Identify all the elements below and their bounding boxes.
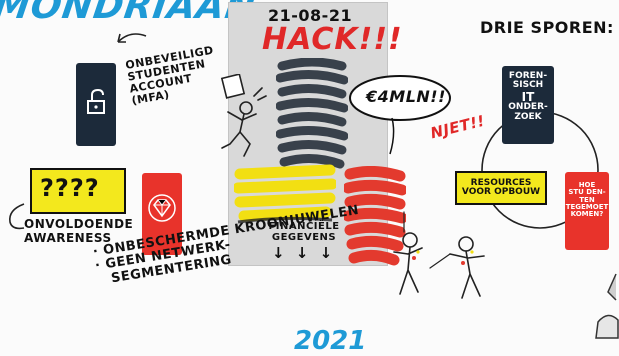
forensic-box: FOREN- SISCH IT ONDER- ZOEK [502,66,554,144]
awareness-line-1: ONVOLDOENDE [24,218,133,232]
ransom-value: €4MLN [366,87,430,106]
three-tracks-heading: DRIE SPOREN: [480,18,614,37]
ransom-amount: €4MLN!! [366,87,446,106]
forensic-line-5: ZOEK [502,113,554,122]
diamond-jewel-icon [147,193,177,223]
ransom-exclamations: !! [430,87,446,106]
unsecured-account-box [76,63,116,146]
resources-box: RESOURCES VOOR OPBOUW [455,171,547,205]
dark-scribble-icon [276,58,348,170]
hack-exclamations: !!! [359,22,403,57]
hack-heading: HACK!!! [262,22,403,57]
question-marks-box: ???? [30,168,126,214]
bottom-year-fragment: 2021 [294,326,366,356]
students-line-5: KOMEN? [565,211,609,218]
curved-arrow-icon [110,28,150,58]
bottom-right-sketch [586,270,619,340]
hack-word: HACK [262,22,359,57]
page-title: MONDRIAAN [0,0,259,27]
running-person-icon [214,74,276,162]
ransom-speech-bubble [346,70,454,156]
unlocked-padlock-icon [86,89,108,115]
students-box: HOE STU DEN- TEN TEGEMOET KOMEN? [565,172,609,250]
resources-line-2: VOOR OPBOUW [457,188,545,197]
question-marks: ???? [40,174,100,202]
